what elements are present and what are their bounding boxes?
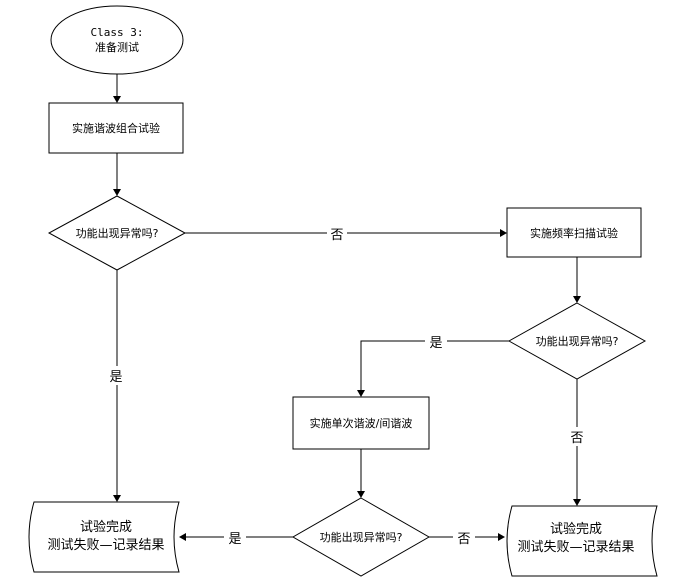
arrowhead	[179, 533, 186, 541]
arrowhead	[573, 499, 581, 506]
start-node: Class 3: 准备测试	[50, 5, 184, 75]
arrowhead	[113, 495, 121, 502]
terminal-left: 试验完成 测试失败—记录结果	[28, 501, 180, 573]
label-decision2-yes: 是	[429, 336, 442, 351]
process-combo-test: 实施谐波组合试验	[48, 102, 184, 154]
label-decision1-yes: 是	[109, 370, 122, 385]
arrowhead	[113, 189, 121, 196]
label-decision3-no: 否	[457, 532, 470, 547]
arrowhead	[573, 296, 581, 303]
decision-2: 功能出现异常吗?	[507, 302, 647, 380]
process-freq-sweep-label: 实施频率扫描试验	[530, 226, 618, 240]
start-node-line2: 准备测试	[95, 40, 139, 54]
arrowhead	[498, 533, 505, 541]
decision-3: 功能出现异常吗?	[291, 497, 431, 577]
terminal-right-line1: 试验完成	[550, 521, 602, 537]
terminal-left-line2: 测试失败—记录结果	[47, 538, 164, 553]
decision-1: 功能出现异常吗?	[47, 195, 187, 271]
process-freq-sweep: 实施频率扫描试验	[506, 207, 642, 258]
decision-3-label: 功能出现异常吗?	[320, 530, 403, 544]
process-combo-test-label: 实施谐波组合试验	[72, 121, 160, 135]
process-single-test: 实施单次谐波/间谐波	[292, 396, 430, 450]
arrowhead	[357, 390, 365, 397]
label-decision1-no: 否	[330, 228, 343, 243]
edge-labels: 否 是 是 否 是 否	[106, 224, 587, 547]
arrowhead	[357, 491, 365, 498]
label-decision2-no: 否	[570, 431, 583, 446]
arrowhead	[500, 229, 507, 237]
decision-2-label: 功能出现异常吗?	[536, 334, 619, 348]
terminal-right: 试验完成 测试失败—记录结果	[506, 505, 658, 577]
terminal-left-line1: 试验完成	[80, 519, 132, 535]
label-decision3-yes: 是	[228, 532, 241, 547]
process-single-test-label: 实施单次谐波/间谐波	[310, 416, 413, 430]
terminal-right-line2: 测试失败—记录结果	[517, 540, 634, 555]
decision-1-label: 功能出现异常吗?	[76, 226, 159, 240]
start-node-line1: Class 3:	[91, 26, 144, 39]
edge-decision2-yes	[360, 340, 509, 391]
arrowhead	[113, 96, 121, 103]
